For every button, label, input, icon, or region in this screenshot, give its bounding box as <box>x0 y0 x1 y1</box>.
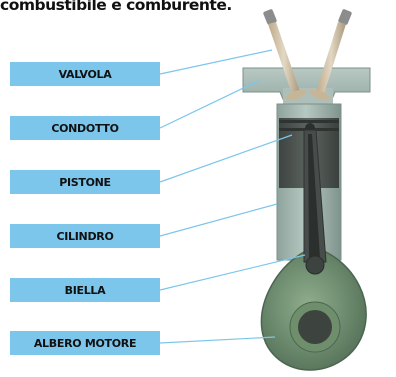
leader-lines <box>159 49 306 344</box>
leader-line-biella <box>159 254 306 291</box>
label-biella: BIELLA <box>10 278 160 302</box>
caption-title: combustibile e comburente. <box>0 0 232 14</box>
label-valvola: VALVOLA <box>10 62 160 86</box>
label-albero-motore: ALBERO MOTORE <box>10 331 160 355</box>
intake-valve <box>263 9 307 101</box>
leader-line-albero-motore <box>159 336 276 344</box>
label-condotto: CONDOTTO <box>10 116 160 140</box>
exhaust-valve <box>309 9 352 101</box>
leader-line-condotto <box>159 79 261 129</box>
connecting-rod <box>303 129 327 275</box>
leader-line-cilindro <box>159 203 278 237</box>
crankshaft <box>260 251 367 371</box>
label-pistone: PISTONE <box>10 170 160 194</box>
leader-line-valvola <box>159 49 273 75</box>
leader-line-pistone <box>159 134 293 183</box>
label-cilindro: CILINDRO <box>10 224 160 248</box>
cylinder-head <box>242 67 371 108</box>
